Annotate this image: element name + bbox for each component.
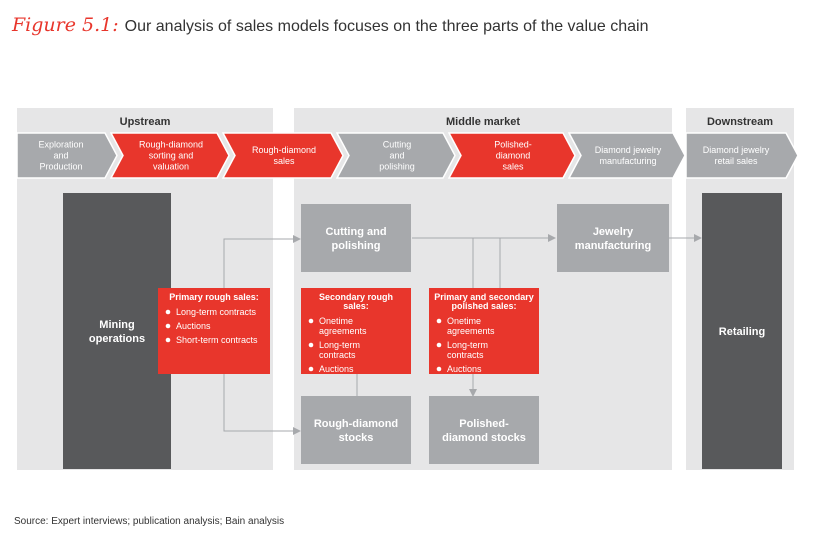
rough-stocks-box	[301, 396, 411, 464]
primary-rough-sales-box	[158, 288, 270, 374]
polished-stocks-box	[429, 396, 539, 464]
chevron-step-1	[16, 132, 118, 179]
bullet-icon	[165, 337, 171, 343]
chevron-step-6	[567, 132, 686, 179]
secondary-rough-sales-box-item-3: Auctions	[319, 364, 354, 374]
bullet-icon	[165, 309, 171, 315]
polished-sales-box	[429, 288, 539, 374]
chevron-step-3	[221, 132, 344, 179]
section-upstream-label: Upstream	[120, 116, 171, 128]
bullet-icon	[436, 366, 442, 372]
section-downstream-label: Downstream	[707, 116, 773, 128]
figure-number: Figure 5.1:	[12, 14, 119, 36]
chevron-step-2	[109, 132, 230, 179]
jewelry-box	[557, 204, 669, 272]
bullet-icon	[308, 318, 314, 324]
primary-rough-sales-box-item-3: Short-term contracts	[176, 335, 258, 345]
primary-rough-sales-box-item-1: Long-term contracts	[176, 307, 257, 317]
cutting-box	[301, 204, 411, 272]
primary-rough-sales-box-item-2: Auctions	[176, 321, 211, 331]
retailing-box	[702, 193, 782, 469]
source-note: Source: Expert interviews; publication a…	[14, 516, 285, 527]
retailing-box-label: Retailing	[719, 326, 765, 338]
mining-box	[63, 193, 171, 469]
connector-primary-to-rough-stocks	[223, 374, 301, 435]
chevron-step-7	[685, 132, 799, 179]
chevron-step-5	[447, 132, 576, 179]
chevron-step-4	[335, 132, 456, 179]
figure-caption: Our analysis of sales models focuses on …	[124, 18, 649, 35]
primary-rough-sales-box-heading: Primary rough sales:	[169, 292, 259, 302]
bullet-icon	[308, 342, 314, 348]
polished-stocks-box-label: Polished-diamond stocks	[442, 418, 526, 444]
secondary-rough-sales-box	[301, 288, 411, 374]
bullet-icon	[308, 366, 314, 372]
polished-sales-box-item-3: Auctions	[447, 364, 482, 374]
bullet-icon	[436, 318, 442, 324]
section-middle-market-label: Middle market	[446, 116, 520, 128]
figure-title: Figure 5.1: Our analysis of sales models …	[12, 14, 812, 44]
bullet-icon	[165, 323, 171, 329]
bullet-icon	[436, 342, 442, 348]
